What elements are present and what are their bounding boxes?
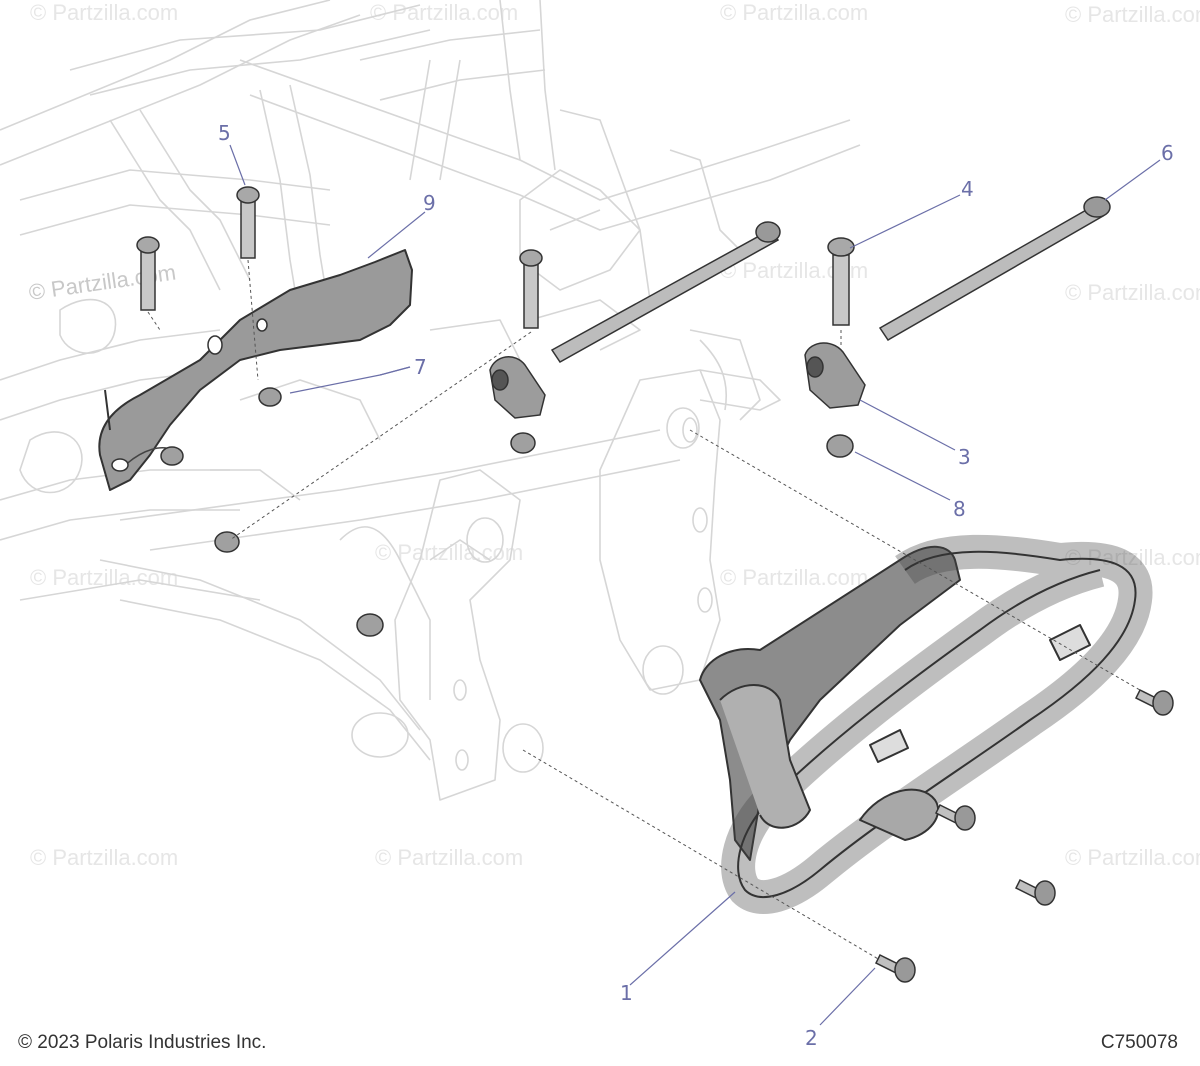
watermark: © Partzilla.com xyxy=(1065,2,1200,27)
copyright-text: © 2023 Polaris Industries Inc. xyxy=(18,1032,267,1053)
callout-3: 3 xyxy=(958,445,971,469)
watermark: © Partzilla.com xyxy=(1065,280,1200,305)
watermark: © Partzilla.com xyxy=(720,0,868,25)
watermark: © Partzilla.com xyxy=(375,845,523,870)
callout-4: 4 xyxy=(961,177,974,201)
watermark: © Partzilla.com xyxy=(30,845,178,870)
leader-lines xyxy=(229,144,1161,1026)
vehicle-frame xyxy=(0,0,861,801)
callout-9: 9 xyxy=(423,191,436,215)
part-3-mount xyxy=(489,342,866,419)
watermark: © Partzilla.com xyxy=(1065,845,1200,870)
part-9-bracket xyxy=(98,249,413,491)
part-1-bumper xyxy=(699,534,1153,914)
callout-1: 1 xyxy=(620,981,633,1005)
watermark: © Partzilla.com xyxy=(1065,545,1200,570)
watermark: © Partzilla.com xyxy=(720,565,868,590)
watermark: © Partzilla.com xyxy=(30,0,178,25)
callouts: 1 2 3 4 5 6 7 8 9 xyxy=(218,121,1174,1050)
callout-5: 5 xyxy=(218,121,231,145)
watermark: © Partzilla.com xyxy=(375,540,523,565)
part-6-rods xyxy=(550,196,1111,363)
drawing-number: C750078 xyxy=(1100,1032,1178,1053)
callout-8: 8 xyxy=(953,497,966,521)
callout-7: 7 xyxy=(414,355,427,379)
watermark: © Partzilla.com xyxy=(370,0,518,25)
alignment-lines xyxy=(147,259,1141,961)
part-2-bolts xyxy=(874,688,1174,983)
callout-2: 2 xyxy=(805,1026,818,1050)
callout-6: 6 xyxy=(1161,141,1174,165)
bolt-hardware xyxy=(136,186,855,637)
